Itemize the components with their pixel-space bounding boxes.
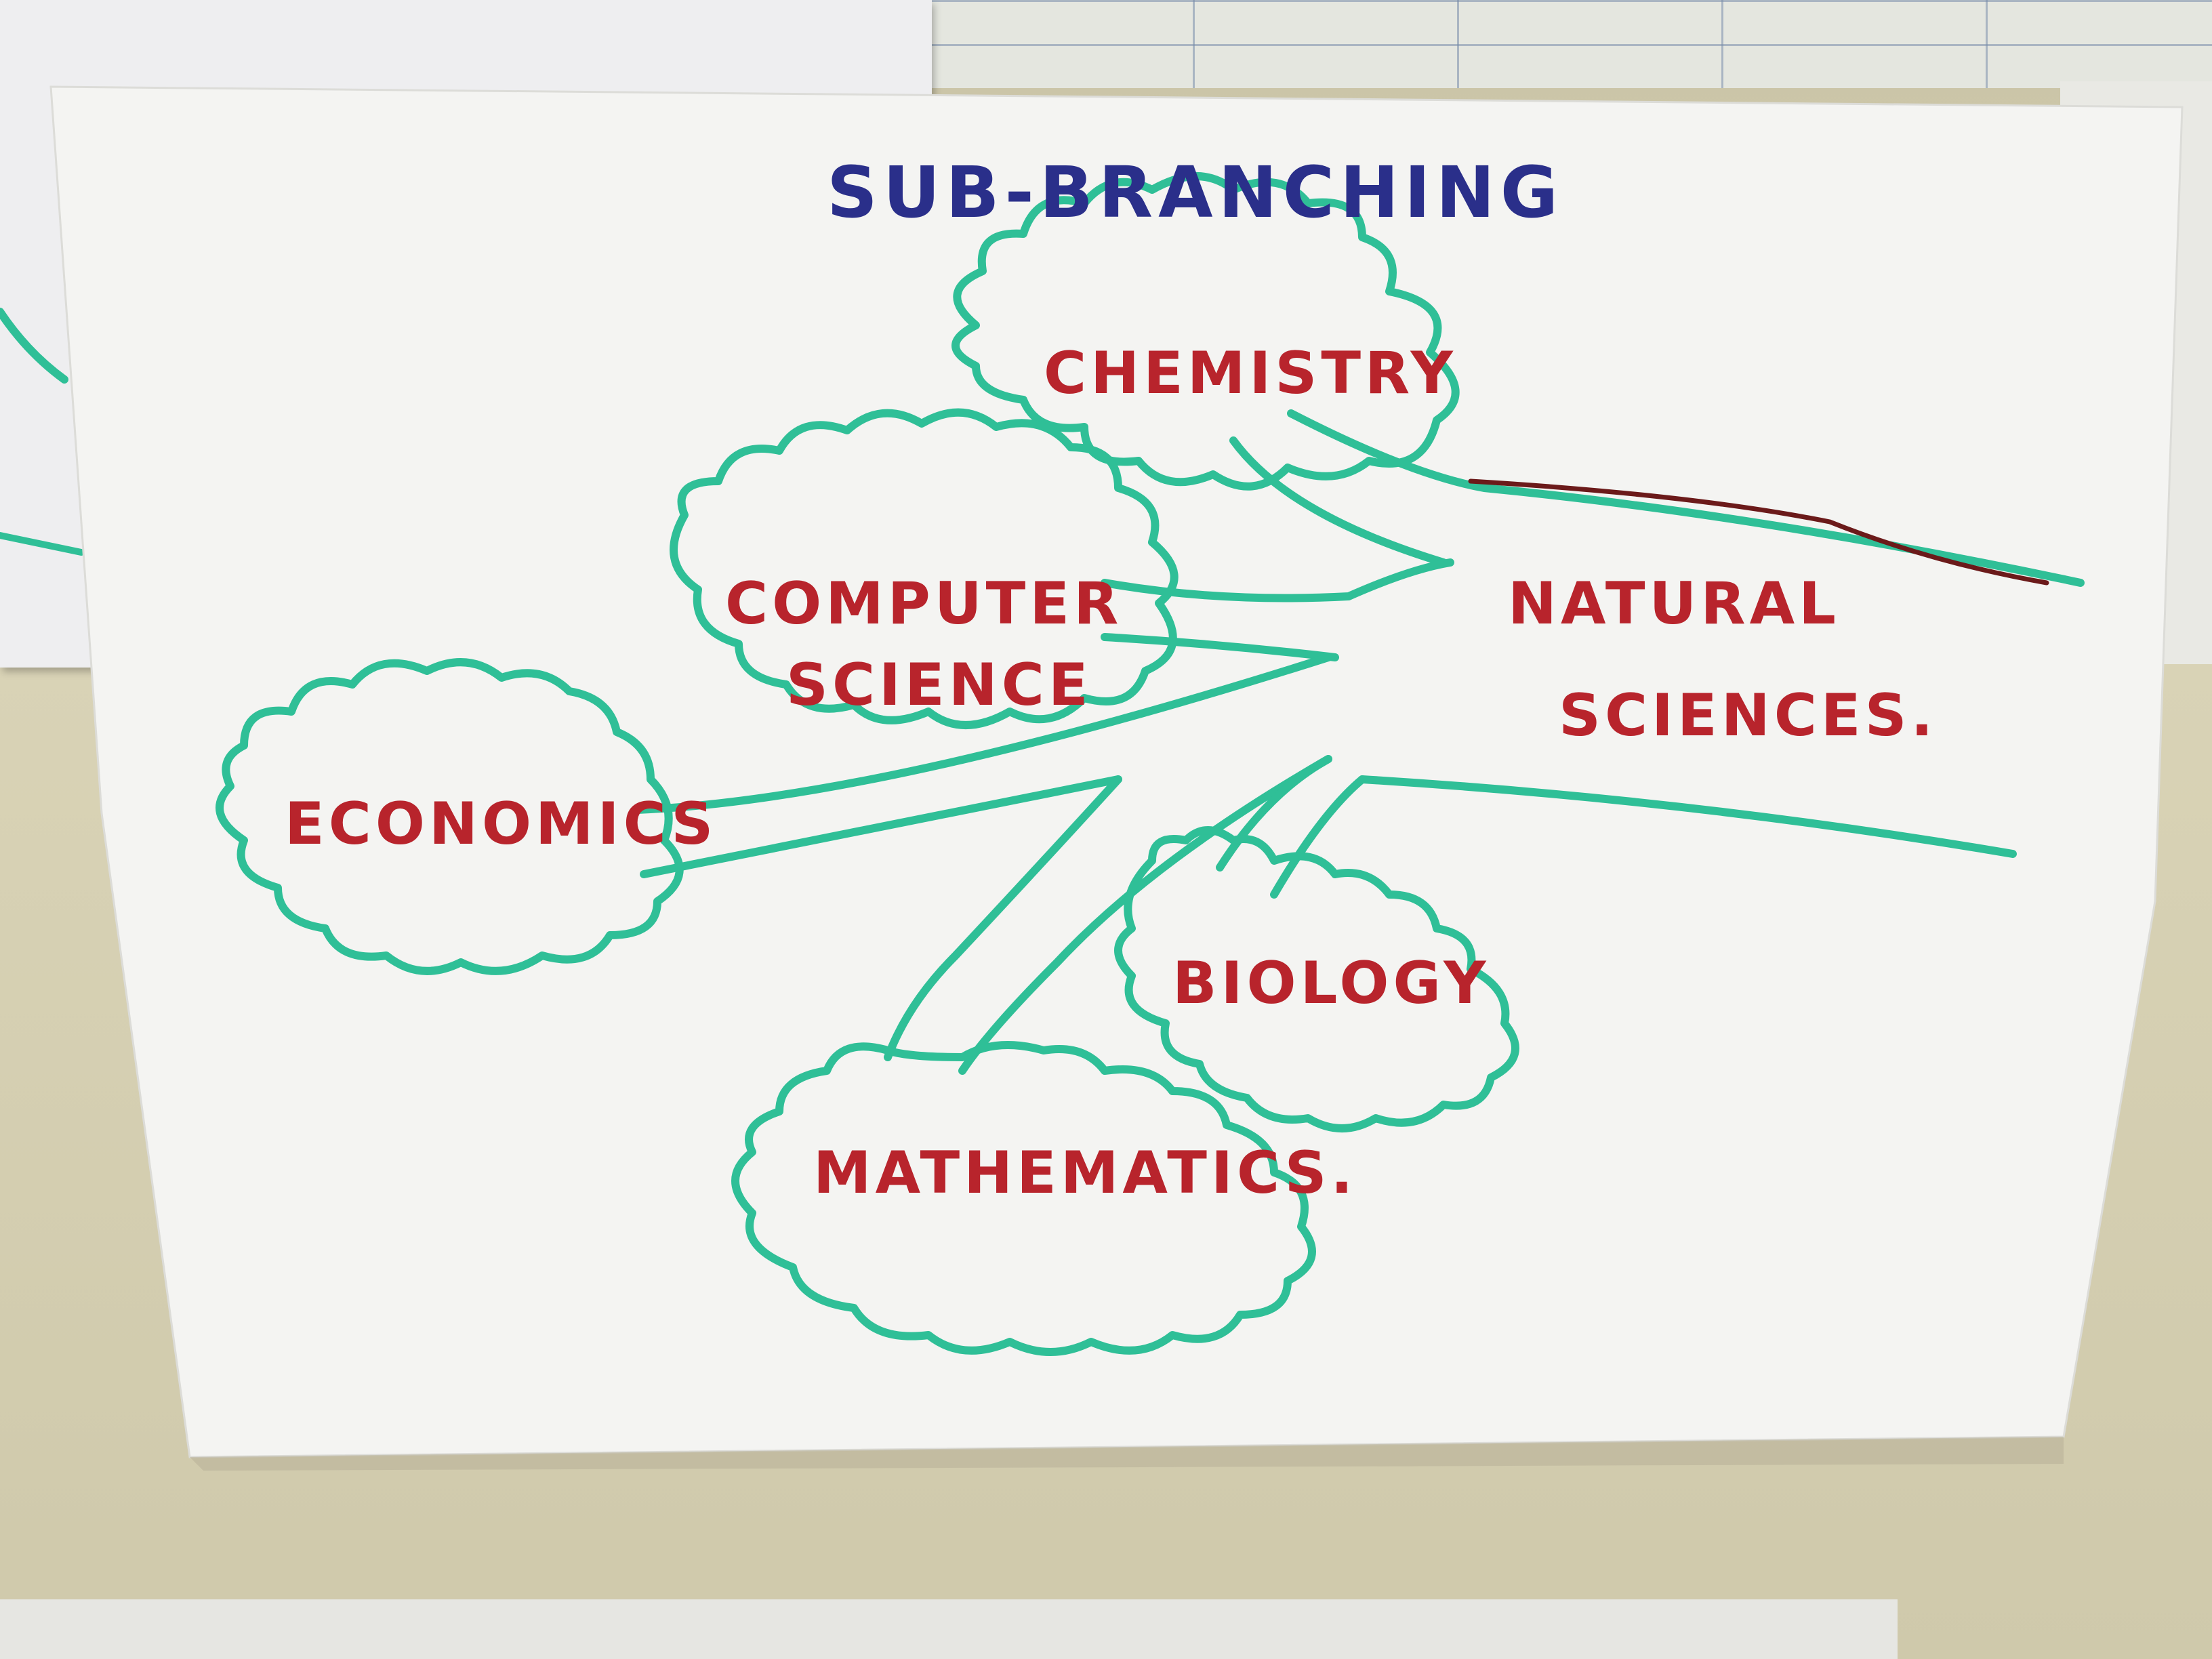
branch-economics-upper: [633, 653, 1332, 814]
branch-biology-left: [1216, 755, 1332, 872]
label-computer-line1: COMPUTER: [725, 570, 1122, 638]
label-chemistry: CHEMISTRY: [1044, 340, 1457, 407]
cloud-mathematics: [731, 1041, 1316, 1356]
branch-mathematics-left: [884, 775, 1122, 1061]
poster-shadow: [190, 1437, 2064, 1471]
cloud-economics: [216, 658, 684, 975]
branch-lines: [633, 409, 2085, 1075]
cloud-biology: [1114, 826, 1519, 1132]
left-paper-marker-line-2: [0, 532, 85, 556]
accent-line: [1468, 478, 2049, 586]
label-biology: BIOLOGY: [1172, 949, 1490, 1017]
branch-mathematics-right: [958, 755, 1332, 1075]
background-paper-bottom: [0, 1599, 1898, 1659]
branch-trunk-right: [1358, 775, 2017, 858]
label-natural-line1: NATURAL: [1508, 570, 1840, 638]
branch-computer-lower: [1101, 633, 1339, 661]
poster-paper: [49, 85, 2184, 1458]
cloud-computer-science: [670, 408, 1179, 729]
label-economics: ECONOMICS: [285, 790, 717, 858]
cloud-chemistry: [951, 172, 1460, 491]
label-mathematics: MATHEMATICS.: [813, 1139, 1357, 1207]
clouds: [216, 172, 1519, 1356]
label-natural-line2: SCIENCES.: [1559, 682, 1937, 750]
poster-title: SUB-BRANCHING: [827, 151, 1563, 234]
branch-economics-lower: [640, 775, 1122, 878]
branch-chemistry-lower: [1229, 436, 1448, 567]
branch-biology-right: [1270, 775, 1366, 899]
left-paper-marker-line: [0, 308, 68, 384]
label-computer-line2: SCIENCE: [786, 651, 1092, 719]
wall-grid-chart: [928, 0, 2212, 88]
